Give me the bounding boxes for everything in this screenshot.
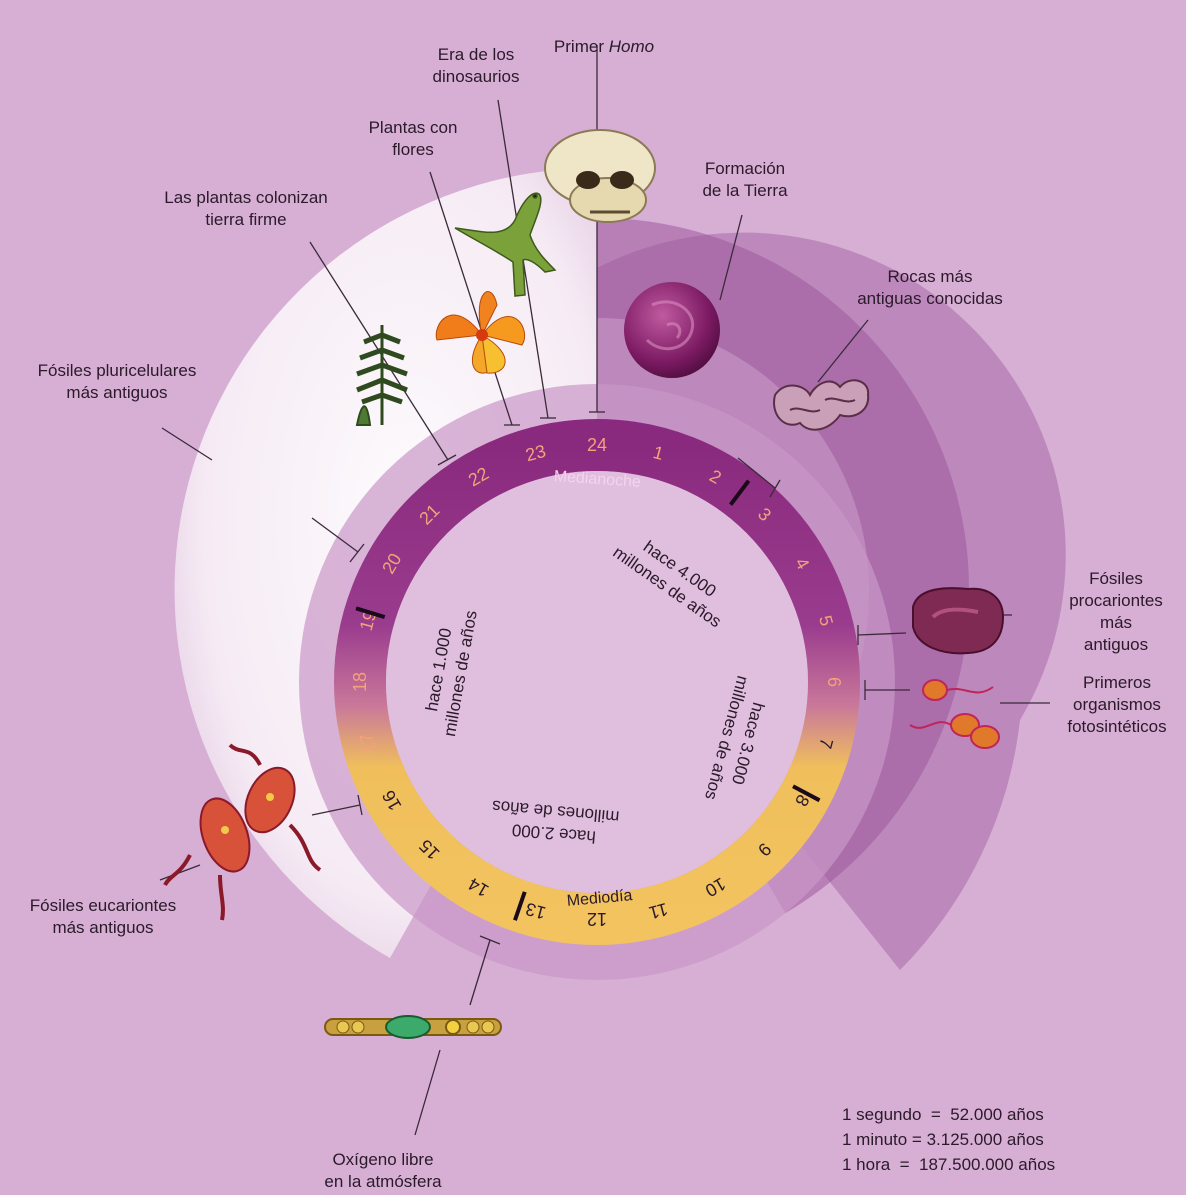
leader-oxigeno: [415, 1050, 440, 1135]
label-rocas: Rocas más antiguas conocidas: [857, 266, 1003, 310]
hour-label-24: 24: [587, 435, 607, 455]
label-primer-homo-italic: Homo: [609, 37, 654, 56]
scale-second: 1 segundo = 52.000 años: [842, 1102, 1055, 1127]
seaweed-icon: [913, 588, 1003, 653]
hour-label-12: 12: [587, 909, 607, 929]
label-fotosinteticos: Primeros organismos fotosintéticos: [1067, 672, 1166, 738]
scale-minute: 1 minuto = 3.125.000 años: [842, 1127, 1055, 1152]
label-primer-homo: Primer Homo: [554, 14, 654, 58]
label-formacion: Formación de la Tierra: [702, 158, 787, 202]
label-plantas-tierra: Las plantas colonizan tierra firme: [164, 187, 328, 231]
cyanobacteria-icon: [325, 1016, 501, 1038]
label-oxigeno: Oxígeno libre en la atmósfera: [324, 1149, 441, 1193]
hour-label-6: 6: [824, 677, 844, 687]
earth-icon: [624, 282, 720, 378]
scale-hour: 1 hora = 187.500.000 años: [842, 1152, 1055, 1177]
label-procariontes: Fósiles procariontes más antiguos: [1069, 568, 1163, 656]
label-primer-homo-prefix: Primer: [554, 37, 609, 56]
hour-label-18: 18: [350, 672, 370, 692]
label-plantas-flores: Plantas con flores: [369, 117, 458, 161]
label-dinosaurios: Era de los dinosaurios: [433, 44, 520, 88]
label-pluricelulares: Fósiles pluricelulares más antiguos: [38, 360, 197, 404]
time-scale-legend: 1 segundo = 52.000 años 1 minuto = 3.125…: [842, 1102, 1055, 1177]
label-eucariontes: Fósiles eucariontes más antiguos: [30, 895, 176, 939]
